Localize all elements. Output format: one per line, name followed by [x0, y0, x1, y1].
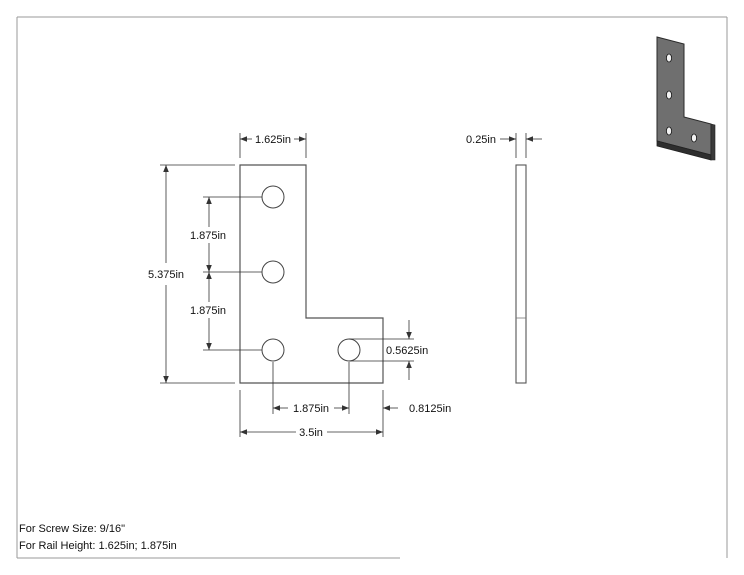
hole-bottom-left: [261, 338, 285, 362]
side-view: [515, 164, 527, 384]
bracket-3d-hole-top: [666, 53, 673, 63]
dim-overall-width-label: 3.5in: [299, 427, 323, 439]
dim-hole-spacing-horizontal: 1.875in 0.8125in: [272, 362, 451, 437]
dim-thickness-label: 0.25in: [466, 134, 496, 146]
l-bracket-outline: [239, 164, 384, 384]
dim-hole-diameter: 0.5625in: [349, 320, 428, 380]
bracket-3d-preview: [656, 36, 716, 161]
dim-hole-spacing-upper-label: 1.875in: [190, 230, 226, 242]
dim-hole-spacing-horizontal-label: 1.875in: [293, 403, 329, 415]
bracket-3d-hole-bottom-left: [666, 126, 673, 136]
hole-top: [261, 185, 285, 209]
dim-hole-diameter-label: 0.5625in: [386, 345, 428, 357]
bracket-3d-hole-middle: [666, 90, 673, 100]
note-rail-height: For Rail Height: 1.625in; 1.875in: [19, 540, 177, 552]
dim-hole-spacing-middle-label: 1.875in: [190, 305, 226, 317]
dim-top-width-label: 1.625in: [255, 134, 291, 146]
dim-top-width: 1.625in: [239, 133, 307, 158]
dim-overall-height-label: 5.375in: [148, 269, 184, 281]
dim-hole-spacing-vertical: 1.875in 1.875in: [190, 196, 262, 351]
bracket-3d-hole-bottom-right: [691, 133, 698, 143]
sheet-border: [16, 16, 728, 559]
dim-overall-width: 3.5in: [239, 390, 383, 439]
bracket-3d-top-face: [656, 36, 712, 156]
hole-bottom-right: [337, 338, 361, 362]
note-screw-size: For Screw Size: 9/16": [19, 523, 125, 535]
dim-thickness: 0.25in: [466, 133, 542, 158]
dim-overall-height: 5.375in: [148, 164, 235, 384]
notes-block: For Screw Size: 9/16" For Rail Height: 1…: [19, 521, 177, 555]
front-view: [239, 164, 384, 384]
plate-side-profile: [515, 164, 527, 384]
hole-middle: [261, 260, 285, 284]
dim-edge-offset-label: 0.8125in: [409, 403, 451, 415]
